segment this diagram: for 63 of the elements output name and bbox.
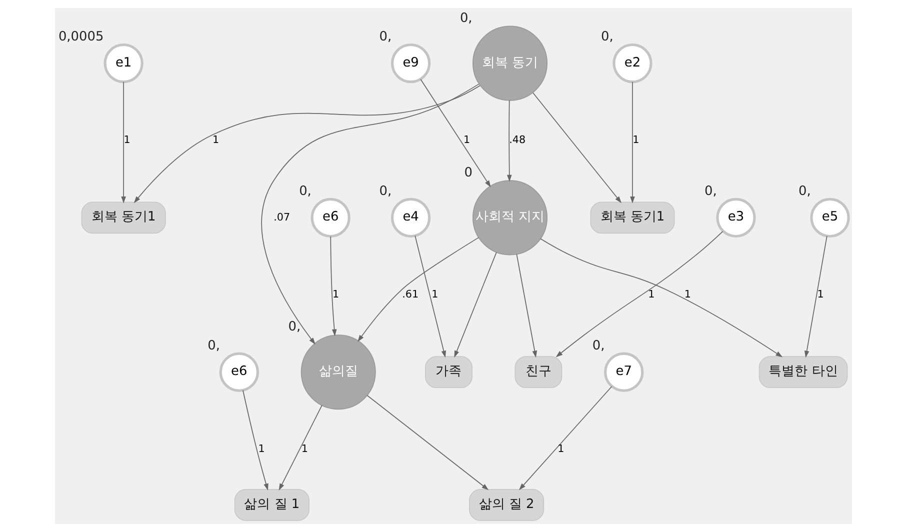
node-label: 0, (798, 184, 811, 199)
node-box: 회복 동기1 (590, 202, 675, 234)
node-circle: e3 (716, 198, 756, 238)
arrow (518, 386, 612, 490)
node-circle: e4 (390, 198, 431, 238)
node-box: 회복 동기1 (81, 202, 166, 234)
arrow (516, 254, 538, 358)
node-label: 0, (208, 338, 220, 354)
edge-label: .61 (402, 288, 419, 301)
arrow (454, 252, 497, 358)
edge-label: 1 (124, 134, 130, 146)
node-label: 0,0005 (58, 29, 104, 44)
edge-label: 1 (464, 134, 470, 146)
arrow (506, 100, 512, 182)
node-circle: e2 (612, 43, 652, 84)
node-circle: e6 (310, 198, 350, 238)
edge-label: 1 (301, 442, 308, 455)
node-circle: 회복 동기 (472, 26, 548, 101)
node-label: 0, (299, 184, 312, 199)
node-box: 삶의 질 2 (469, 488, 544, 521)
node-box: 친구 (514, 356, 562, 388)
arrow (556, 230, 724, 358)
node-label: 0, (600, 29, 614, 44)
node-label: 0, (460, 10, 472, 26)
arrow (366, 395, 489, 490)
edge-label: 1 (212, 134, 220, 146)
edge-label: 1 (632, 134, 640, 146)
arrow (121, 82, 126, 204)
node-label: 0 (464, 165, 473, 180)
edge-label: 1 (558, 442, 564, 455)
arrow (261, 84, 480, 345)
edge-label: 1 (817, 288, 824, 301)
arrow (540, 238, 783, 358)
arrow (278, 404, 322, 491)
arrow (414, 235, 446, 358)
edge-label: .48 (509, 134, 526, 146)
node-label: 0, (592, 338, 605, 354)
node-label: 0, (288, 320, 301, 335)
arrow (358, 237, 480, 342)
node-circle: e6 (219, 352, 259, 392)
edge-label: 1 (648, 288, 655, 301)
node-label: 0, (379, 29, 392, 44)
edge-label: 1 (684, 288, 691, 301)
arrow (420, 78, 491, 188)
node-box: 가족 (425, 356, 472, 388)
node-label: 0, (379, 184, 392, 199)
arrow (532, 92, 622, 204)
node-box: 삶의 질 1 (234, 488, 310, 521)
node-circle: e1 (104, 43, 144, 84)
arrow (804, 236, 828, 358)
arrow (134, 85, 480, 204)
node-circle: e5 (810, 198, 850, 238)
arrow (630, 82, 635, 204)
node-box: 특별한 타인 (758, 356, 848, 388)
arrow (242, 390, 268, 491)
edge-label: 1 (332, 288, 340, 301)
node-circle: e9 (390, 43, 431, 84)
edge-label: 1 (258, 442, 265, 455)
node-label: 0, (704, 184, 717, 199)
edge-label: 1 (432, 288, 438, 301)
arrow (330, 236, 337, 336)
node-circle: e7 (604, 352, 644, 392)
edge-label: .07 (274, 211, 290, 224)
